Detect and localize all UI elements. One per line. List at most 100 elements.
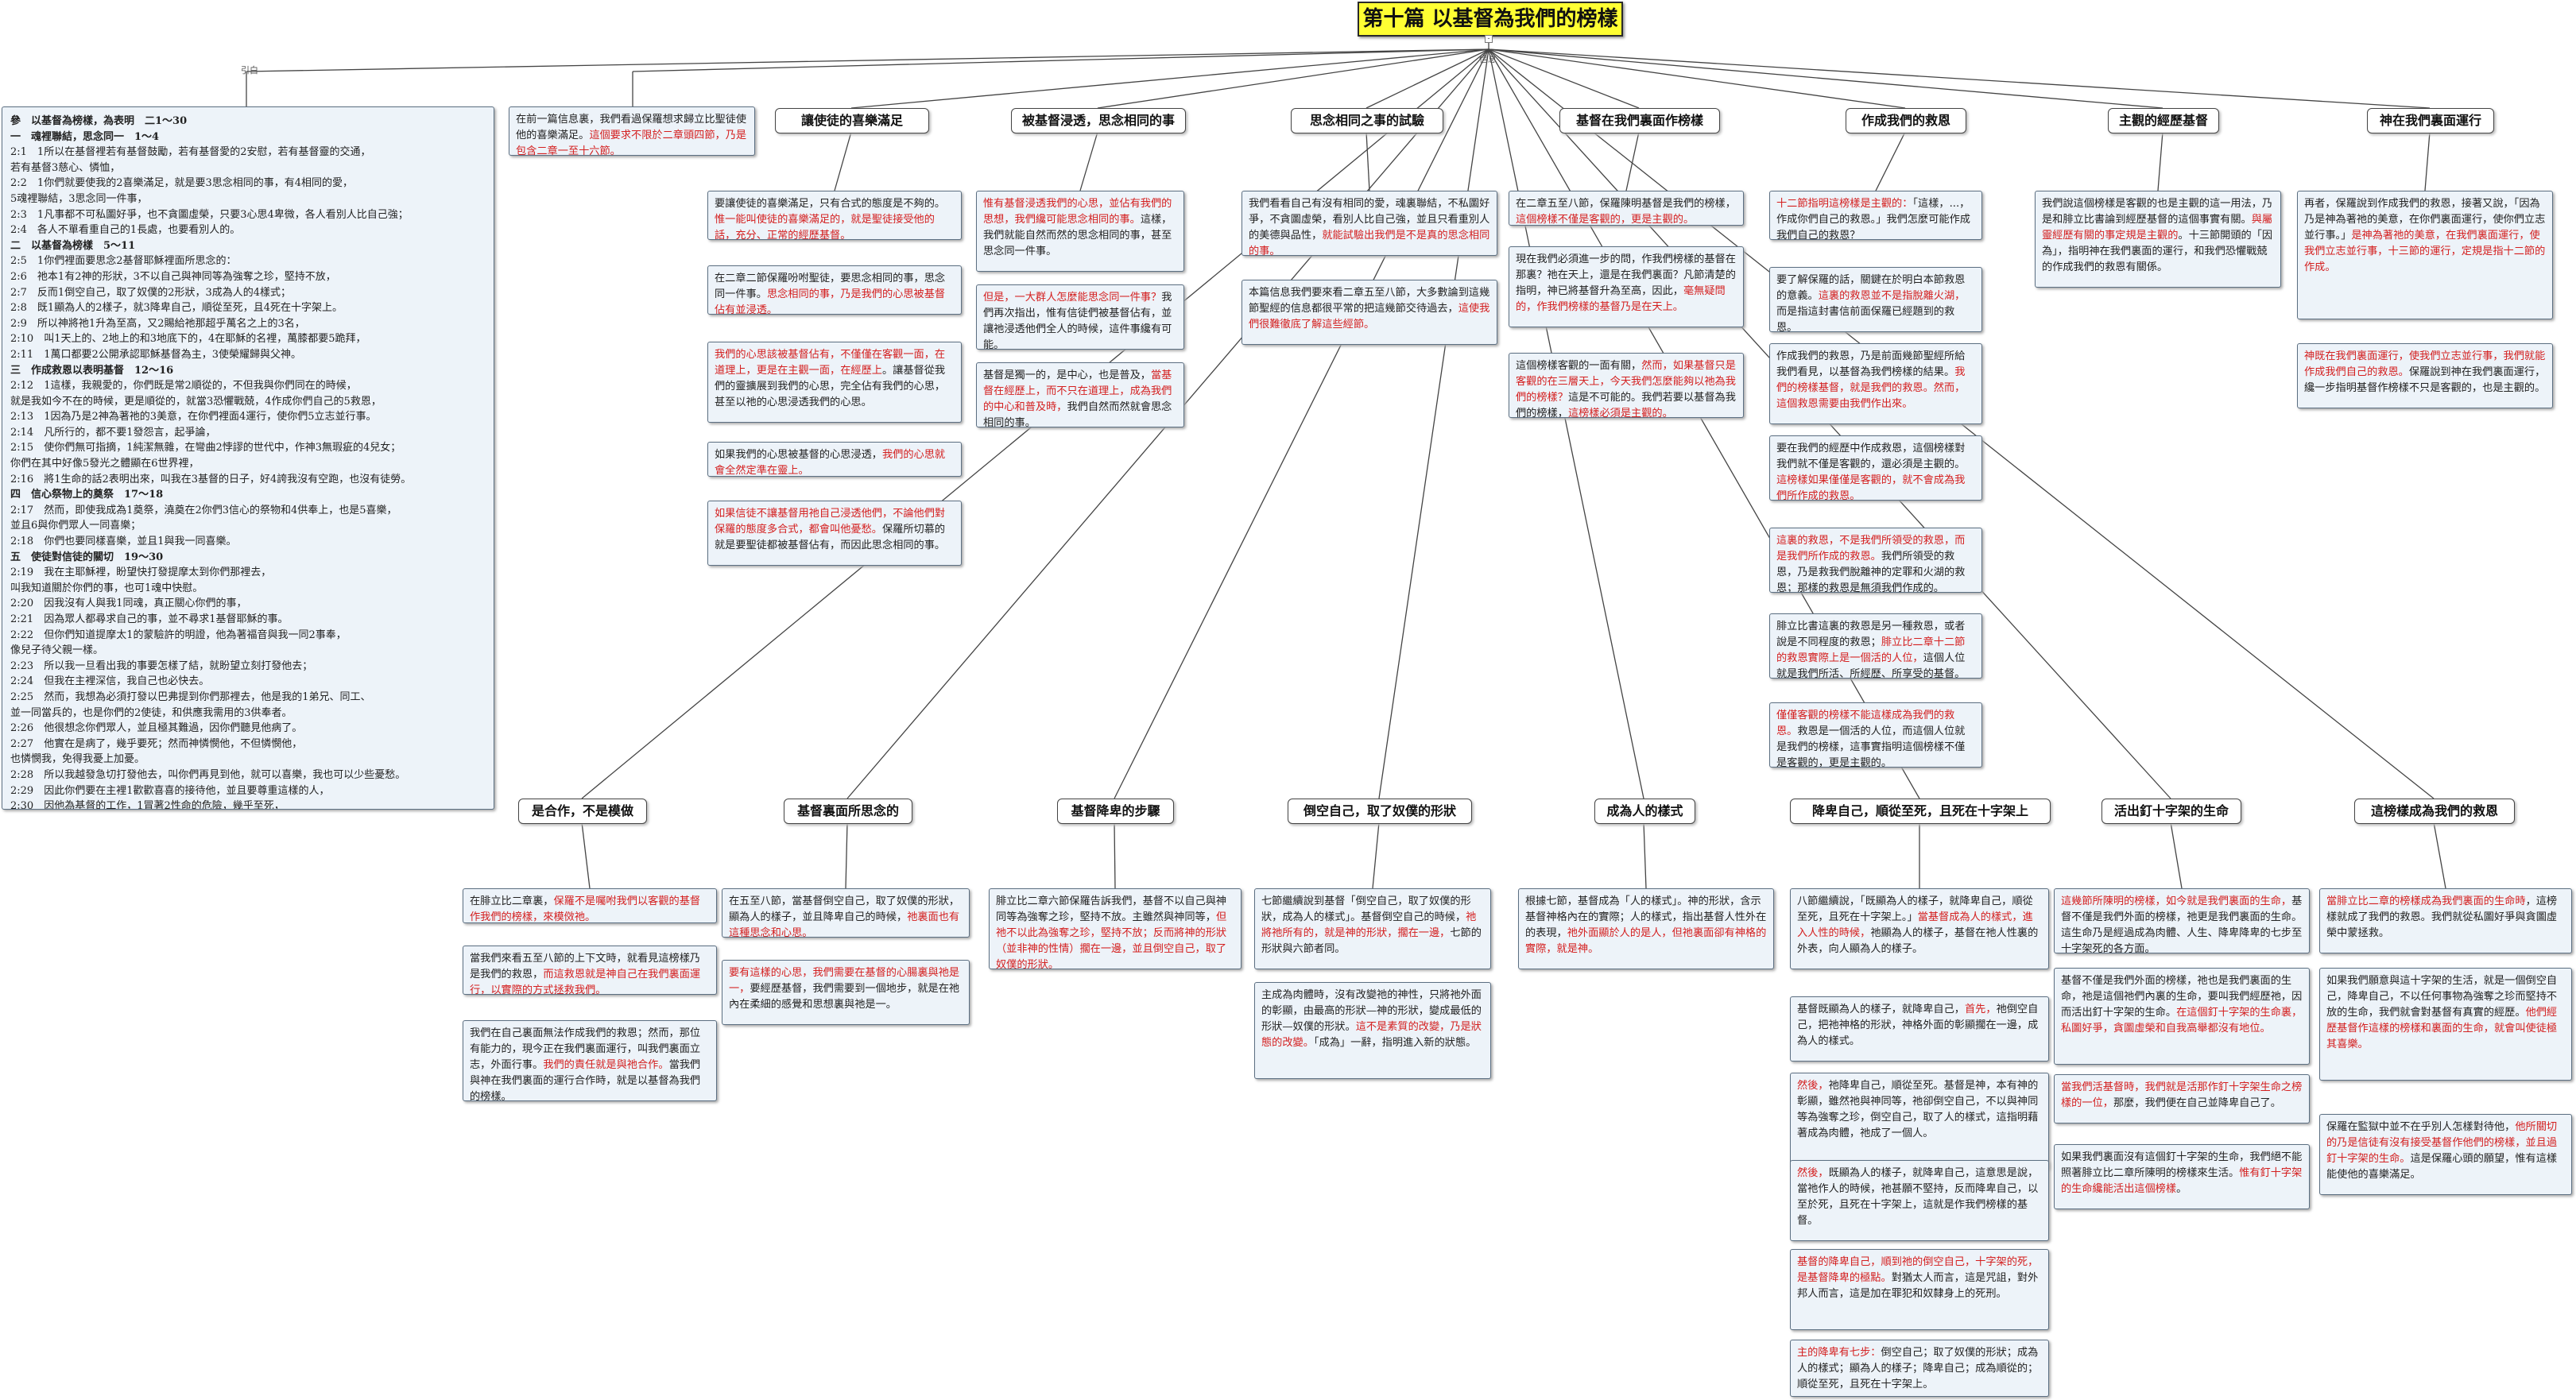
topic-test-of-same-mind[interactable]: 思念相同之事的試驗 [1291,108,1443,133]
verse-line: 2:5 1你們裡面要思念2基督耶穌裡面所思念的： [10,255,237,268]
highlighted-text: 就能試驗出我們是不是真的思念相同的事。 [1249,230,1490,256]
note-text: 現在我們必須進一步的問，作我們榜樣的基督在那裏？祂在天上，還是在我們裏面？凡節清… [1516,253,1736,297]
highlighted-text: 這不是素質的改變，乃是狀態的改變。 [1261,1021,1482,1049]
topic-subjective-experience[interactable]: 主觀的經歷基督 [2108,108,2219,133]
note-text: 這是不可能的。我們若要以基督為我們的榜樣， [1516,392,1736,418]
highlighted-text: 而這救恩就是神自己在我們裏面運行，以實際的方式拯救我們。 [470,969,701,995]
topic-likeness-of-men[interactable]: 成為人的樣式 [1594,799,1695,824]
highlighted-text: 首先， [1965,1004,1997,1015]
note-joy-full: 要讓使徒的喜樂滿足，只有合式的態度是不夠的。惟一能叫使徒的喜樂滿足的，就是聖徒接… [707,191,962,240]
note-text: 在五至八節，當基督倒空自己，取了奴僕的形狀，顯為人的樣子，並且降卑自己的時候， [729,895,960,923]
verse-line: 5魂裡聯結，3思念同一件事， [10,192,148,205]
note-text: 當我們與神在我們裏面的運行合作時，就是以基督為我們的榜樣。 [470,1059,701,1101]
connector-line [850,48,1489,109]
topic-mind-in-christ[interactable]: 基督裏面所思念的 [784,799,912,824]
topic-saturated-by-christ[interactable]: 被基督浸透，思念相同的事 [1011,108,1186,133]
topic-steps-of-humbling[interactable]: 基督降卑的步驟 [1057,799,1174,824]
topic-humbled-unto-death[interactable]: 降卑自己，順從至死，且死在十字架上 [1790,799,2051,824]
highlighted-text: 我們的責任就是與祂合作。 [543,1059,669,1071]
verse-line: 2:13 1因為乃是2神為著祂的3美意，在你們裡面4運行，使你們5立志並行事。 [10,411,377,423]
highlighted-text: 當腓立比二章的榜樣成為我們裏面的生命時 [2326,895,2526,907]
root-topic[interactable]: 第十篇 以基督為我們的榜樣 [1358,2,1623,37]
note-intro: 在前一篇信息裏，我們看過保羅想求歸立比聖徒使他的喜樂滿足。這個要求不限於二章頭四… [509,106,755,156]
note-text: 救恩是一個活的人位，而這個人位就是我們的榜樣，這事實指明這個榜樣不僅是客觀的，更… [1776,725,1966,768]
highlighted-text: 但祂不以此為強奪之珍，堅持不放；反而將神的形狀（並非神的性情）擱在一邊，並且倒空… [996,911,1227,969]
note-paul-grieved: 如果信徒不讓基督用祂自己浸透他們，不論他們對保羅的態度多合式，都會叫他憂愁。保羅… [707,501,962,566]
topic-crucified-life[interactable]: 活出釘十字架的生命 [2101,799,2241,824]
note-text: 要讓使徒的喜樂滿足，只有合式的態度是不夠的。 [715,198,946,210]
topic-cooperate-not-imitate[interactable]: 是合作，不是模做 [518,799,647,824]
note-text: 。 [2176,1183,2187,1195]
connector-line [1079,131,1098,191]
verse-line: 2:28 所以我越發急切打發他去，叫你們再見到他，就可以喜樂，我也可以少些憂愁。 [10,768,406,781]
note-text: 基督既顯為人的樣子，就降卑自己， [1797,1004,1965,1015]
note-text: 而是指這封書信前面保羅已經題到的救恩。 [1776,306,1955,332]
highlighted-text: 當基督在經歷上，而不只在道理上，成為我們的中心和普及時， [983,369,1172,413]
note-text: 要經歷基督，我們需要到一個地步，就是在祂內在柔細的感覺和思想裏與祂是一。 [729,983,960,1011]
note-text: 在二章五至八節，保羅陳明基督是我們的榜樣， [1516,198,1736,210]
verse-line: 2:1 1所以在基督裡若有基督鼓勵，若有基督愛的2安慰，若有基督靈的交通， [10,146,371,159]
note-crucified-life-lives-pattern: 如果我們裏面沒有這個釘十字架的生命，我們絕不能照著腓立比二章所陳明的榜樣來生活。… [2054,1144,2310,1209]
note-text: 基督不僅是我們外面的榜樣，祂也是我們裏面的生命，祂是這個祂們內裏的生命，要叫我們… [2061,975,2303,1019]
verse-line: 2:19 我在主耶穌裡，盼望快打發提摩太到你們那裡去， [10,567,272,579]
highlighted-text: 主的降卑有七步： [1797,1347,1881,1359]
note-first-emptied: 基督既顯為人的樣子，就降卑自己，首先，祂倒空自己，把祂神格的形狀，神格外面的彰顯… [1790,996,2049,1062]
note-one-thing-many: 但是，一大群人怎麼能思念同一件事？我們再次指出，惟有信徒們被基督佔有，並讓祂浸透… [976,284,1184,350]
highlighted-text: 要有這樣的心思，我們需要在基督的心腸裏與祂是一， [729,967,960,995]
note-text: 我們在自己裏面無法作成我們的救恩；然而，那位有能力的，現今正在我們裏面運行，叫我… [470,1027,701,1071]
highlighted-text: 這使我們很難徹底了解這些經節。 [1249,303,1490,331]
highlighted-text: 是神為著祂的美意，在我們裏面運行，使我們立志並行事，十三節的運行，定規是指十二節… [2304,230,2546,273]
topic-pattern-becomes-salvation[interactable]: 這榜樣成為我們的救恩 [2354,799,2515,824]
verse-line: 2:3 1凡事都不可私圖好爭，也不貪圖虛榮，只要3心思4卑微，各人看別人比自己強… [10,208,409,221]
topic-work-out-salvation[interactable]: 作成我們的救恩 [1846,108,1966,133]
note-text: 。十三節開頭的「因為」，指明神在我們裏面的運行，和我們恐懼戰兢的作成我們的救恩有… [2042,230,2273,273]
topic-make-apostle-joy-full[interactable]: 讓使徒的喜樂滿足 [775,108,929,133]
note-form-and-likeness: 根據七節，基督成為「人的樣式」。神的形狀，含示基督神格內在的實際；人的樣式，指出… [1518,888,1774,969]
note-change-of-state: 主成為肉體時，沒有改變祂的神性，只將祂外面的彰顯，由最高的形狀—神的形狀，變成最… [1254,982,1491,1079]
highlighted-text: 這榜樣如果僅僅是客觀的，就不會成為我們所作成的救恩。 [1776,474,1966,501]
connector-line [2170,822,2183,889]
note-text: 保羅所切慕的就是要聖徒都被基督佔有，而因此思念相同的事。 [715,524,946,551]
note-text: 再者，保羅說到作成我們的救恩，接著又說，「因為乃是神為著祂的美意，在你們裏面運行… [2304,198,2546,242]
verse-line: 2:8 既1顯為人的2樣子，就3降卑自己，順從至死，且4死在十字架上。 [10,302,343,315]
collapse-toggle-icon[interactable]: - [1485,35,1493,43]
verse-line: 就是我如今不在的時候，更是順從的，就當3恐懼戰兢，4作成你們自己的5救恩， [10,395,382,408]
note-seven-steps: 主的降卑有七步：倒空自己；取了奴僕的形狀；成為人的樣式；顯為人的樣子；降卑自己；… [1790,1340,2049,1397]
note-text: 在前一篇信息裏，我們看過保羅想求歸立比聖徒使他的喜樂滿足。 [516,114,747,141]
note-text: 七節的形狀與六節者同。 [1261,927,1482,955]
outline-heading: 四 信心祭物上的奠祭 17～18 [10,489,164,501]
note-text: 在腓立比二章裏， [470,895,554,907]
topic-god-operating-within[interactable]: 神在我們裏面運行 [2367,108,2494,133]
verse-line: 2:26 他很想念你們眾人，並且極其難過，因你們聽見他病了。 [10,722,303,735]
highlighted-text: 當我們活基督時，我們就是活那作釘十字架生命之榜樣的一位， [2061,1081,2303,1109]
connector-line [632,48,1489,72]
connector-line [845,822,848,889]
note-text: 要了解保羅的話，關鍵在於明白本節救恩的意義。 [1776,274,1966,302]
note-text: 基督是獨一的，是中心，也是普及， [983,369,1151,381]
note-text: 本篇信息我們要來看二章五至八節，大多數論到這幾節聖經的信息都很平常的把這幾節交待… [1249,287,1490,315]
note-live-christ: 當我們活基督時，我們就是活那作釘十字架生命之榜樣的一位，那麼，我們便在自己並降卑… [2054,1074,2310,1123]
connector-line [1114,822,1116,889]
note-this-message: 本篇信息我們要來看二章五至八節，大多數論到這幾節聖經的信息都很平常的把這幾節交待… [1242,280,1497,345]
note-text: 倒空自己；取了奴僕的形狀；成為人的樣式；顯為人的樣子；降卑自己；成為順從的；順從… [1797,1347,2039,1390]
highlighted-text: 這個榜樣不僅是客觀的，更是主觀的。 [1516,214,1695,226]
outline-heading: 二 以基督為榜樣 5～11 [10,239,136,252]
note-meaning-of-salvation: 要了解保羅的話，關鍵在於明白本節救恩的意義。這裏的救恩並不是指脫離火湖，而是指這… [1769,267,1982,332]
highlighted-text: 基督的降卑自己，順到祂的倒空自己，十字架的死，是基督降卑的極點。 [1797,1256,2039,1284]
highlighted-text: 保羅不是囑咐我們以客觀的基督作我們的榜樣，來模傚祂。 [470,895,701,923]
connector-line [1488,48,1644,799]
note-text: 腓立比書這裏的救恩是另一種救恩，或者說是不同程度的救恩； [1776,621,1966,648]
connector-line [1365,131,1370,191]
topic-christ-pattern-within[interactable]: 基督在我們裏面作榜樣 [1559,108,1720,133]
note-text: 要在我們的經歷中作成救恩，這個榜樣對我們就不僅是客觀的，還必須是主觀的。 [1776,443,1966,470]
note-test-mind: 我們看看自己有沒有相同的愛，魂裏聯結，不私圖好爭，不貪圖虛榮，看別人比自己強，並… [1242,191,1497,256]
verse-line: 2:4 各人不單看重自己的1長處，也要看別人的。 [10,224,241,237]
note-text: 祂倒空自己，把祂神格的形狀，神格外面的彰顯擱在一邊，成為人的樣式。 [1797,1004,2039,1047]
verse-line: 2:20 因我沒有人與我1同魂，真正關心你們的事， [10,598,247,610]
verse-line: 像兒子待父親一樣。 [10,644,104,657]
connector-line [2424,131,2431,191]
topic-emptied-himself[interactable]: 倒空自己，取了奴僕的形狀 [1288,799,1472,824]
verse-line: 2:18 你們也要同樣喜樂，並且1與我一同喜樂。 [10,536,237,548]
verse-line: 你們在其中好像5發光之體顯在6世界裡， [10,458,199,470]
verse-line: 2:9 所以神將祂1升為至高，又2賜給祂那超乎萬名之上的3名， [10,317,305,330]
